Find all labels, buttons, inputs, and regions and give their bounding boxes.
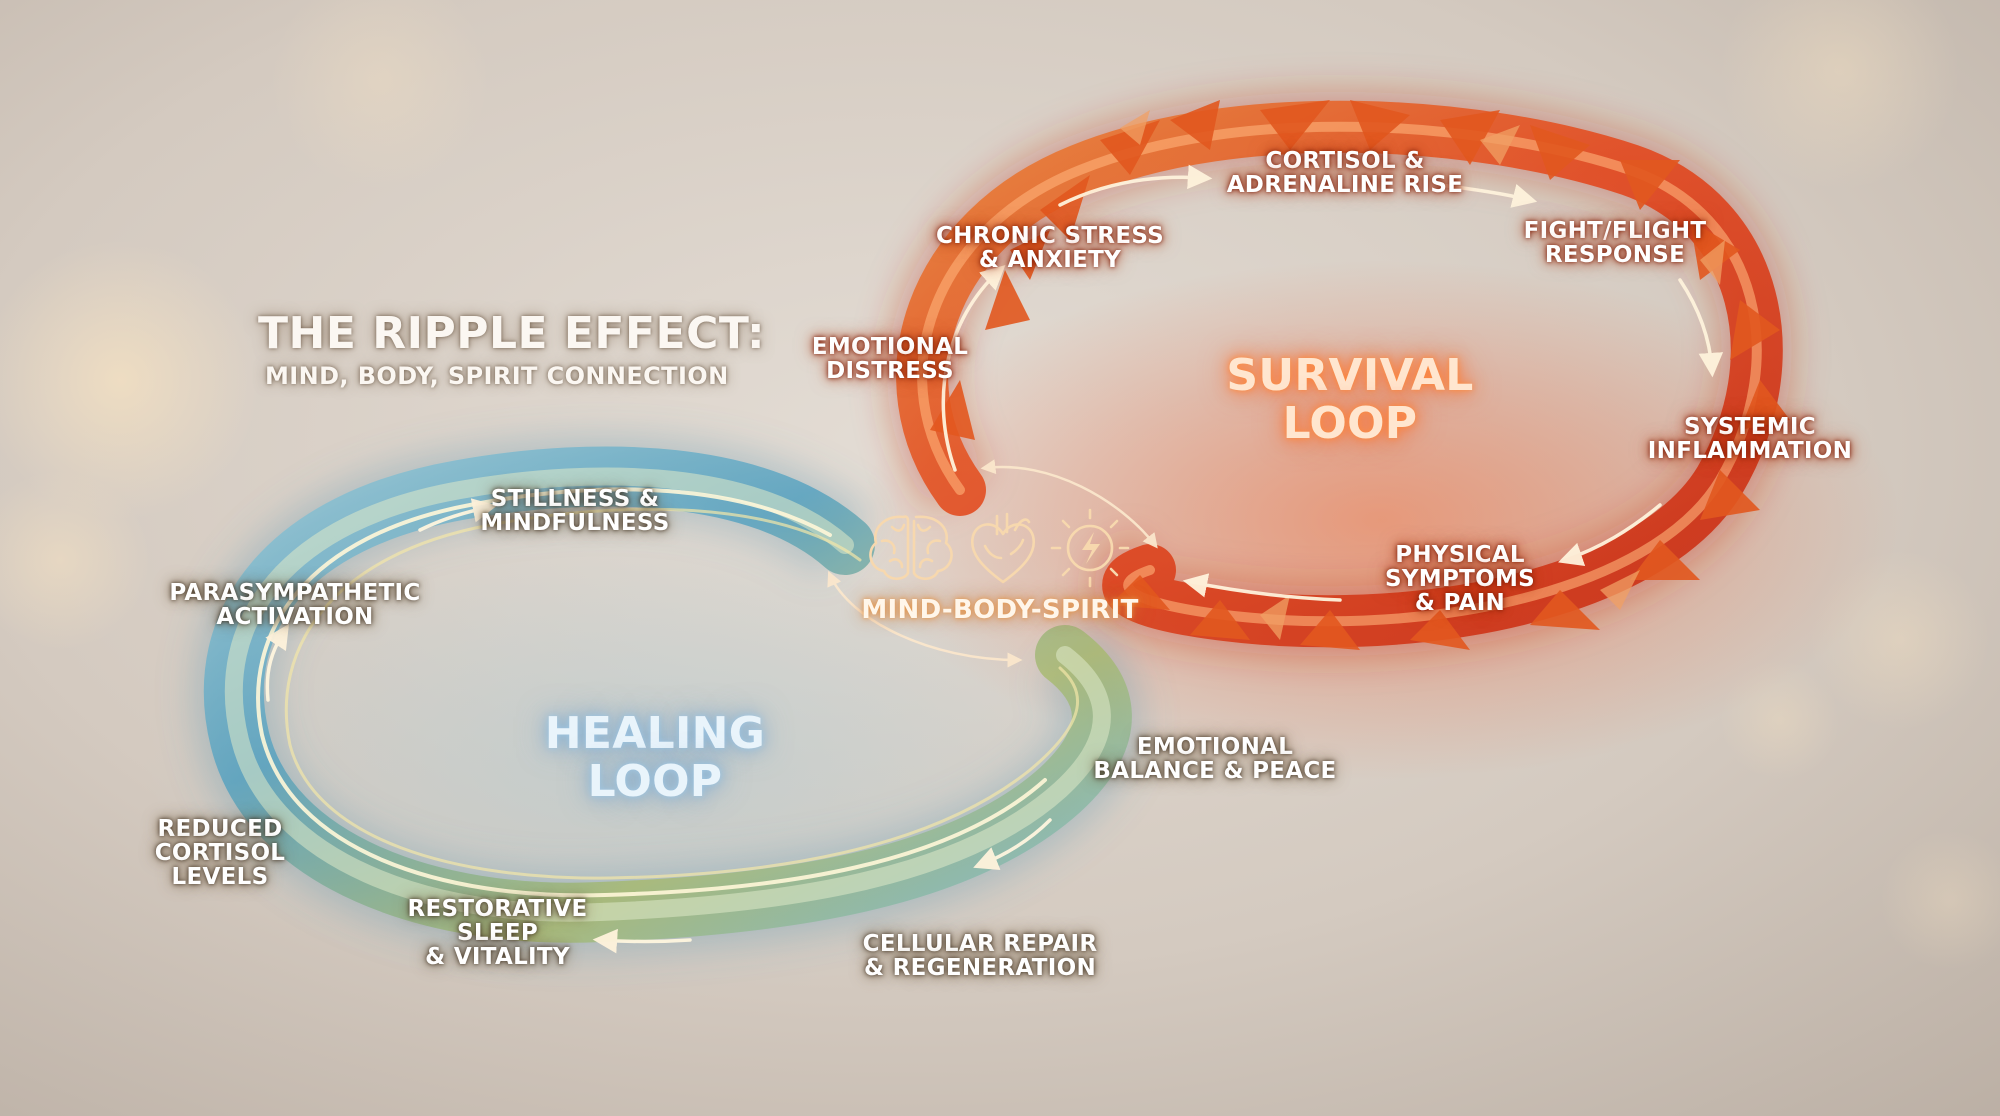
page-title: THE RIPPLE EFFECT: [258,308,766,359]
node-emotional-balance: EMOTIONAL BALANCE & PEACE [1093,734,1337,784]
node-cortisol-adrenaline: CORTISOL & ADRENALINE RISE [1226,148,1464,198]
node-stillness-mindfulness: STILLNESS & MINDFULNESS [480,486,670,536]
survival-glow [860,260,1900,780]
healing-loop-ring [193,436,1142,954]
survival-loop-label: SURVIVAL LOOP [1226,350,1474,449]
node-cellular-repair: CELLULAR REPAIR & REGENERATION [862,931,1098,981]
node-reduced-cortisol: REDUCED CORTISOL LEVELS [154,816,286,890]
energy-spirit-icon [1050,508,1130,588]
healing-loop-label: HEALING LOOP [544,708,766,807]
mind-body-spirit-label: MIND-BODY-SPIRIT [861,595,1139,625]
node-emotional-distress: EMOTIONAL DISTRESS [811,334,969,384]
node-parasympathetic-activation: PARASYMPATHETIC ACTIVATION [169,580,421,630]
node-systemic-inflammation: SYSTEMIC INFLAMMATION [1647,414,1853,464]
node-chronic-stress: CHRONIC STRESS & ANXIETY [935,223,1165,273]
brain-icon [869,515,953,581]
survival-loop-ring [887,91,1792,657]
page-subtitle: MIND, BODY, SPIRIT CONNECTION [265,362,729,390]
node-restorative-sleep: RESTORATIVE SLEEP & VITALITY [407,896,588,970]
heart-icon [970,512,1036,584]
node-fight-flight: FIGHT/FLIGHT RESPONSE [1523,218,1707,268]
center-connector-arrows [827,459,1158,668]
node-physical-symptoms: PHYSICAL SYMPTOMS & PAIN [1384,542,1536,616]
